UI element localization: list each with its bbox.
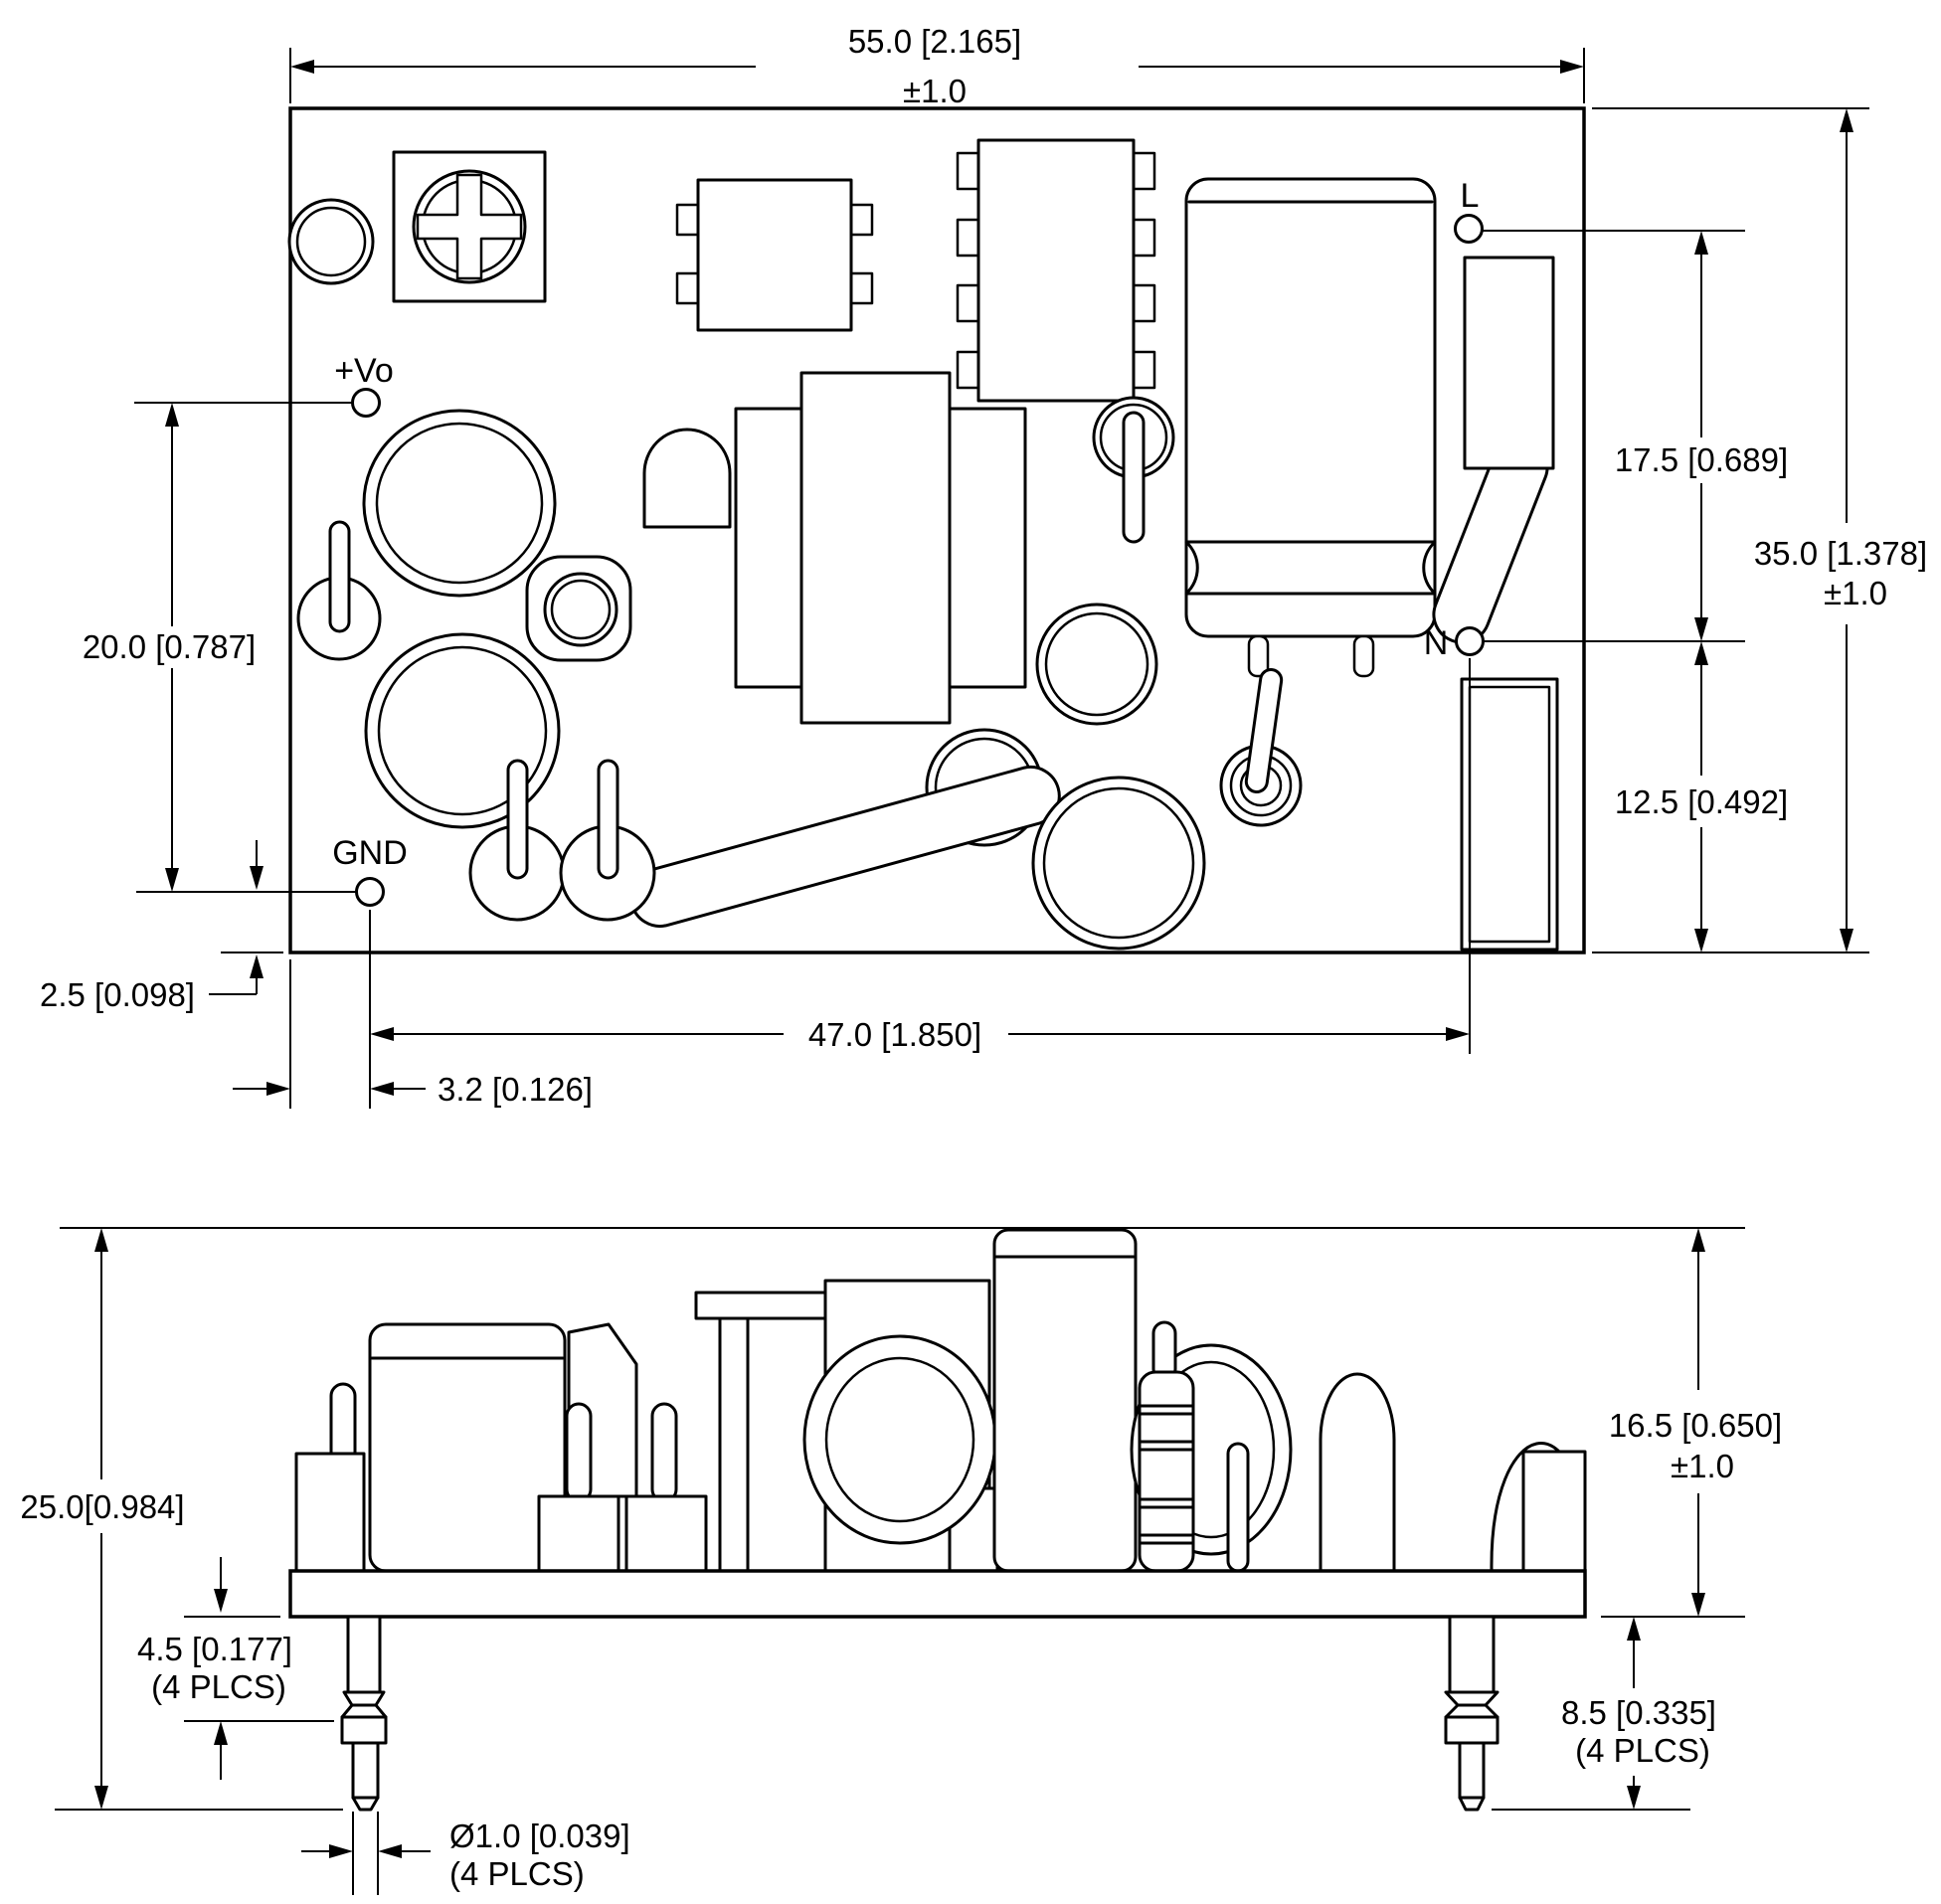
top-view (287, 106, 1586, 954)
n-pin-hole (1455, 626, 1485, 656)
dimension-component-height: 16.5 [0.650] ±1.0 (1601, 1228, 1782, 1618)
capacitor-with-lead-icon (296, 520, 382, 661)
pad-with-pin-icon (468, 759, 656, 922)
optocoupler-icon (675, 178, 874, 332)
toroid-d-with-lead-icon (1092, 396, 1175, 544)
dimension-side-overall-height: 25.0[0.984] (20, 1227, 1745, 1811)
transformer-icon (734, 371, 1027, 725)
vo-pin-hole (351, 388, 381, 418)
dimension-standoff: 4.5 [0.177] (4 PLCS) (137, 1557, 334, 1780)
dimension-pin-span: 47.0 [1.850] (289, 658, 1471, 1109)
left-pin-icon (340, 1615, 388, 1812)
side-wire-loop-icon (1490, 1442, 1587, 1573)
side-toroid-icon (802, 1334, 997, 1545)
dim-gnd-edge-text: 2.5 [0.098] (40, 976, 195, 1013)
dim-side-height-text: 25.0[0.984] (20, 1488, 184, 1525)
electrolytic-capacitor-icon (1184, 177, 1437, 678)
toroid-e-icon (1035, 603, 1158, 726)
dim-pin-protrusion-text: 8.5 [0.335] (1561, 1694, 1716, 1731)
side-cap-b-icon (624, 1494, 708, 1573)
led-pad-icon (287, 198, 375, 285)
bracket-capacitor-icon (525, 555, 632, 662)
dimension-l-offset: 17.5 [0.689] (1483, 230, 1788, 641)
side-pin2-icon (565, 1402, 593, 1503)
gnd-pin-hole (355, 877, 385, 907)
screw-cross-slot-icon (416, 173, 523, 280)
dim-standoff-text: 4.5 [0.177] (137, 1631, 292, 1667)
side-cap-a-icon (537, 1494, 620, 1573)
dim-width-text: 55.0 [2.165] (848, 23, 1021, 60)
side-pin3-icon (650, 1402, 678, 1503)
dim-n-offset-text: 12.5 [0.492] (1615, 783, 1788, 820)
l-pin-hole (1454, 214, 1484, 244)
dim-pin-diameter-text: Ø1.0 [0.039] (449, 1817, 630, 1854)
trimmer-potentiometer-icon (392, 150, 547, 303)
dim-pin-diameter-note: (4 PLCS) (449, 1855, 585, 1892)
side-pin1-icon (329, 1382, 357, 1466)
small-capacitor-rings-icon (1219, 668, 1303, 827)
dim-output-pitch-text: 20.0 [0.787] (83, 628, 256, 665)
label-n: N (1424, 624, 1449, 662)
dim-height-text: 35.0 [1.378] (1754, 535, 1927, 572)
dimension-n-offset: 12.5 [0.492] (1484, 640, 1788, 952)
dim-pin-protrusion-note: (4 PLCS) (1575, 1732, 1710, 1769)
dimension-pin-diameter: Ø1.0 [0.039] (4 PLCS) (301, 1812, 630, 1895)
fuse-rect-icon (1463, 256, 1555, 470)
dim-l-offset-text: 17.5 [0.689] (1615, 441, 1788, 478)
dim-gnd-side-text: 3.2 [0.126] (438, 1071, 593, 1108)
side-tall-capacitor-icon (992, 1228, 1138, 1573)
soic8-ic-icon (956, 138, 1156, 403)
input-filter-rect-icon (1460, 677, 1559, 952)
side-film-cap-icon (368, 1322, 567, 1573)
dim-standoff-note: (4 PLCS) (151, 1668, 286, 1705)
right-pin-icon (1444, 1615, 1500, 1812)
toroid-b-icon (364, 632, 561, 829)
dome-component-icon (642, 428, 732, 529)
pcb-outline-side (288, 1569, 1587, 1619)
dim-height-tol: ±1.0 (1824, 575, 1887, 611)
label-l: L (1461, 177, 1480, 215)
dim-pin-span-text: 47.0 [1.850] (808, 1016, 981, 1053)
dimension-gnd-side-offset: 3.2 [0.126] (233, 1071, 593, 1108)
side-resistor-icon (1138, 1320, 1195, 1573)
side-pin4-icon (1226, 1442, 1250, 1573)
label-gnd: GND (332, 834, 408, 872)
dimension-output-pitch: 20.0 [0.787] (83, 402, 356, 893)
toroid-a-icon (362, 409, 557, 598)
dim-comp-height-text: 16.5 [0.650] (1609, 1407, 1782, 1444)
dim-comp-height-tol: ±1.0 (1671, 1448, 1734, 1484)
side-view (288, 1228, 1587, 1812)
dimension-gnd-edge-offset: 2.5 [0.098] (40, 840, 283, 1013)
dimension-overall-width: 55.0 [2.165] ±1.0 (289, 23, 1585, 109)
dimension-pin-protrusion: 8.5 [0.335] (4 PLCS) (1492, 1617, 1716, 1811)
dimension-overall-height: 35.0 [1.378] ±1.0 (1592, 107, 1927, 953)
dim-width-tol: ±1.0 (903, 73, 967, 109)
side-rect1-icon (294, 1452, 366, 1573)
toroid-g-icon (1031, 776, 1206, 951)
side-dome-cap-icon (1319, 1372, 1396, 1573)
label-vo: +Vo (334, 352, 394, 390)
